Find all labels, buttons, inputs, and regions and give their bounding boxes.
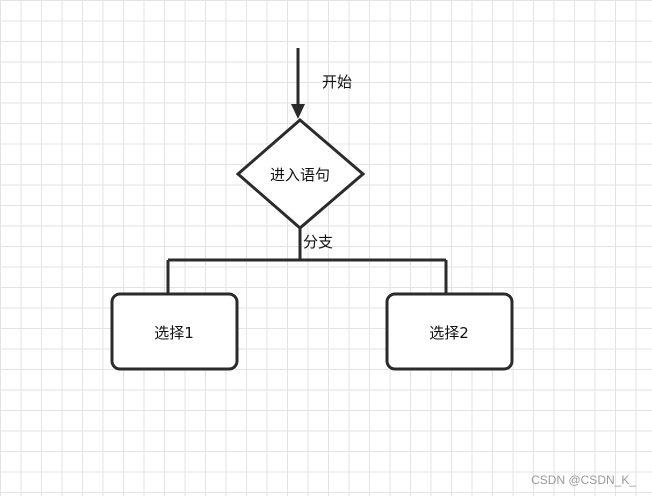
start-arrow-head — [291, 104, 305, 119]
decision-label: 进入语句 — [270, 166, 330, 184]
start-label: 开始 — [322, 73, 352, 91]
choice2-label: 选择2 — [429, 324, 469, 342]
choice1-label: 选择1 — [154, 324, 194, 342]
choice2-box — [385, 292, 514, 371]
branch-label: 分支 — [303, 233, 333, 251]
watermark-text: CSDN @CSDN_K_ — [531, 473, 636, 487]
choice1-box — [110, 292, 239, 371]
